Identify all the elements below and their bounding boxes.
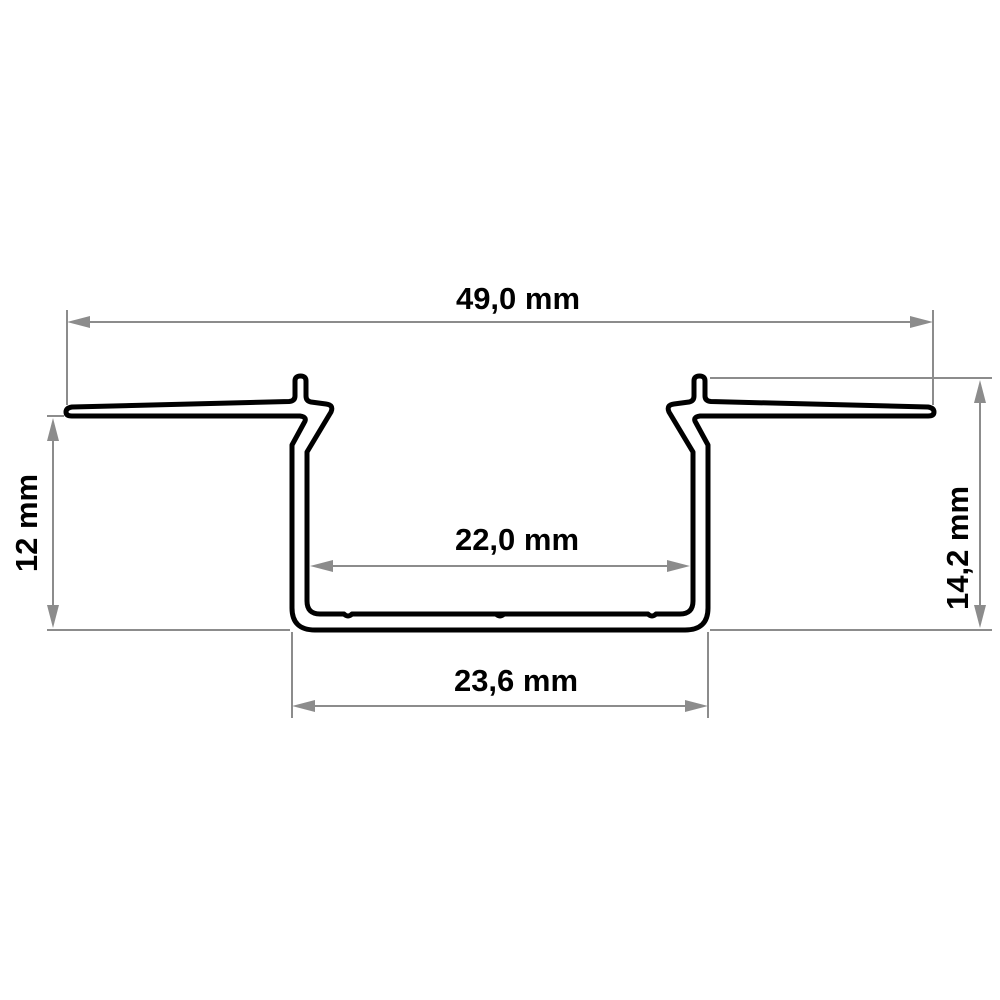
dimension-outer-channel-width: 23,6 mm (291, 632, 709, 718)
dimension-inner-width: 22,0 mm (310, 522, 690, 572)
dimension-channel-depth: 12 mm (9, 415, 290, 631)
dimension-total-height: 14,2 mm (710, 377, 992, 631)
profile-right-half (500, 376, 934, 630)
aluminium-profile-cross-section (63, 373, 934, 633)
center-nub (493, 611, 507, 619)
total-width-label: 49,0 mm (456, 281, 580, 316)
profile-left-half (63, 373, 503, 633)
inner-width-label: 22,0 mm (455, 522, 579, 557)
total-height-label: 14,2 mm (940, 486, 975, 610)
channel-depth-label: 12 mm (9, 474, 44, 572)
outer-channel-width-label: 23,6 mm (454, 663, 578, 698)
dimension-total-width: 49,0 mm (66, 281, 934, 405)
